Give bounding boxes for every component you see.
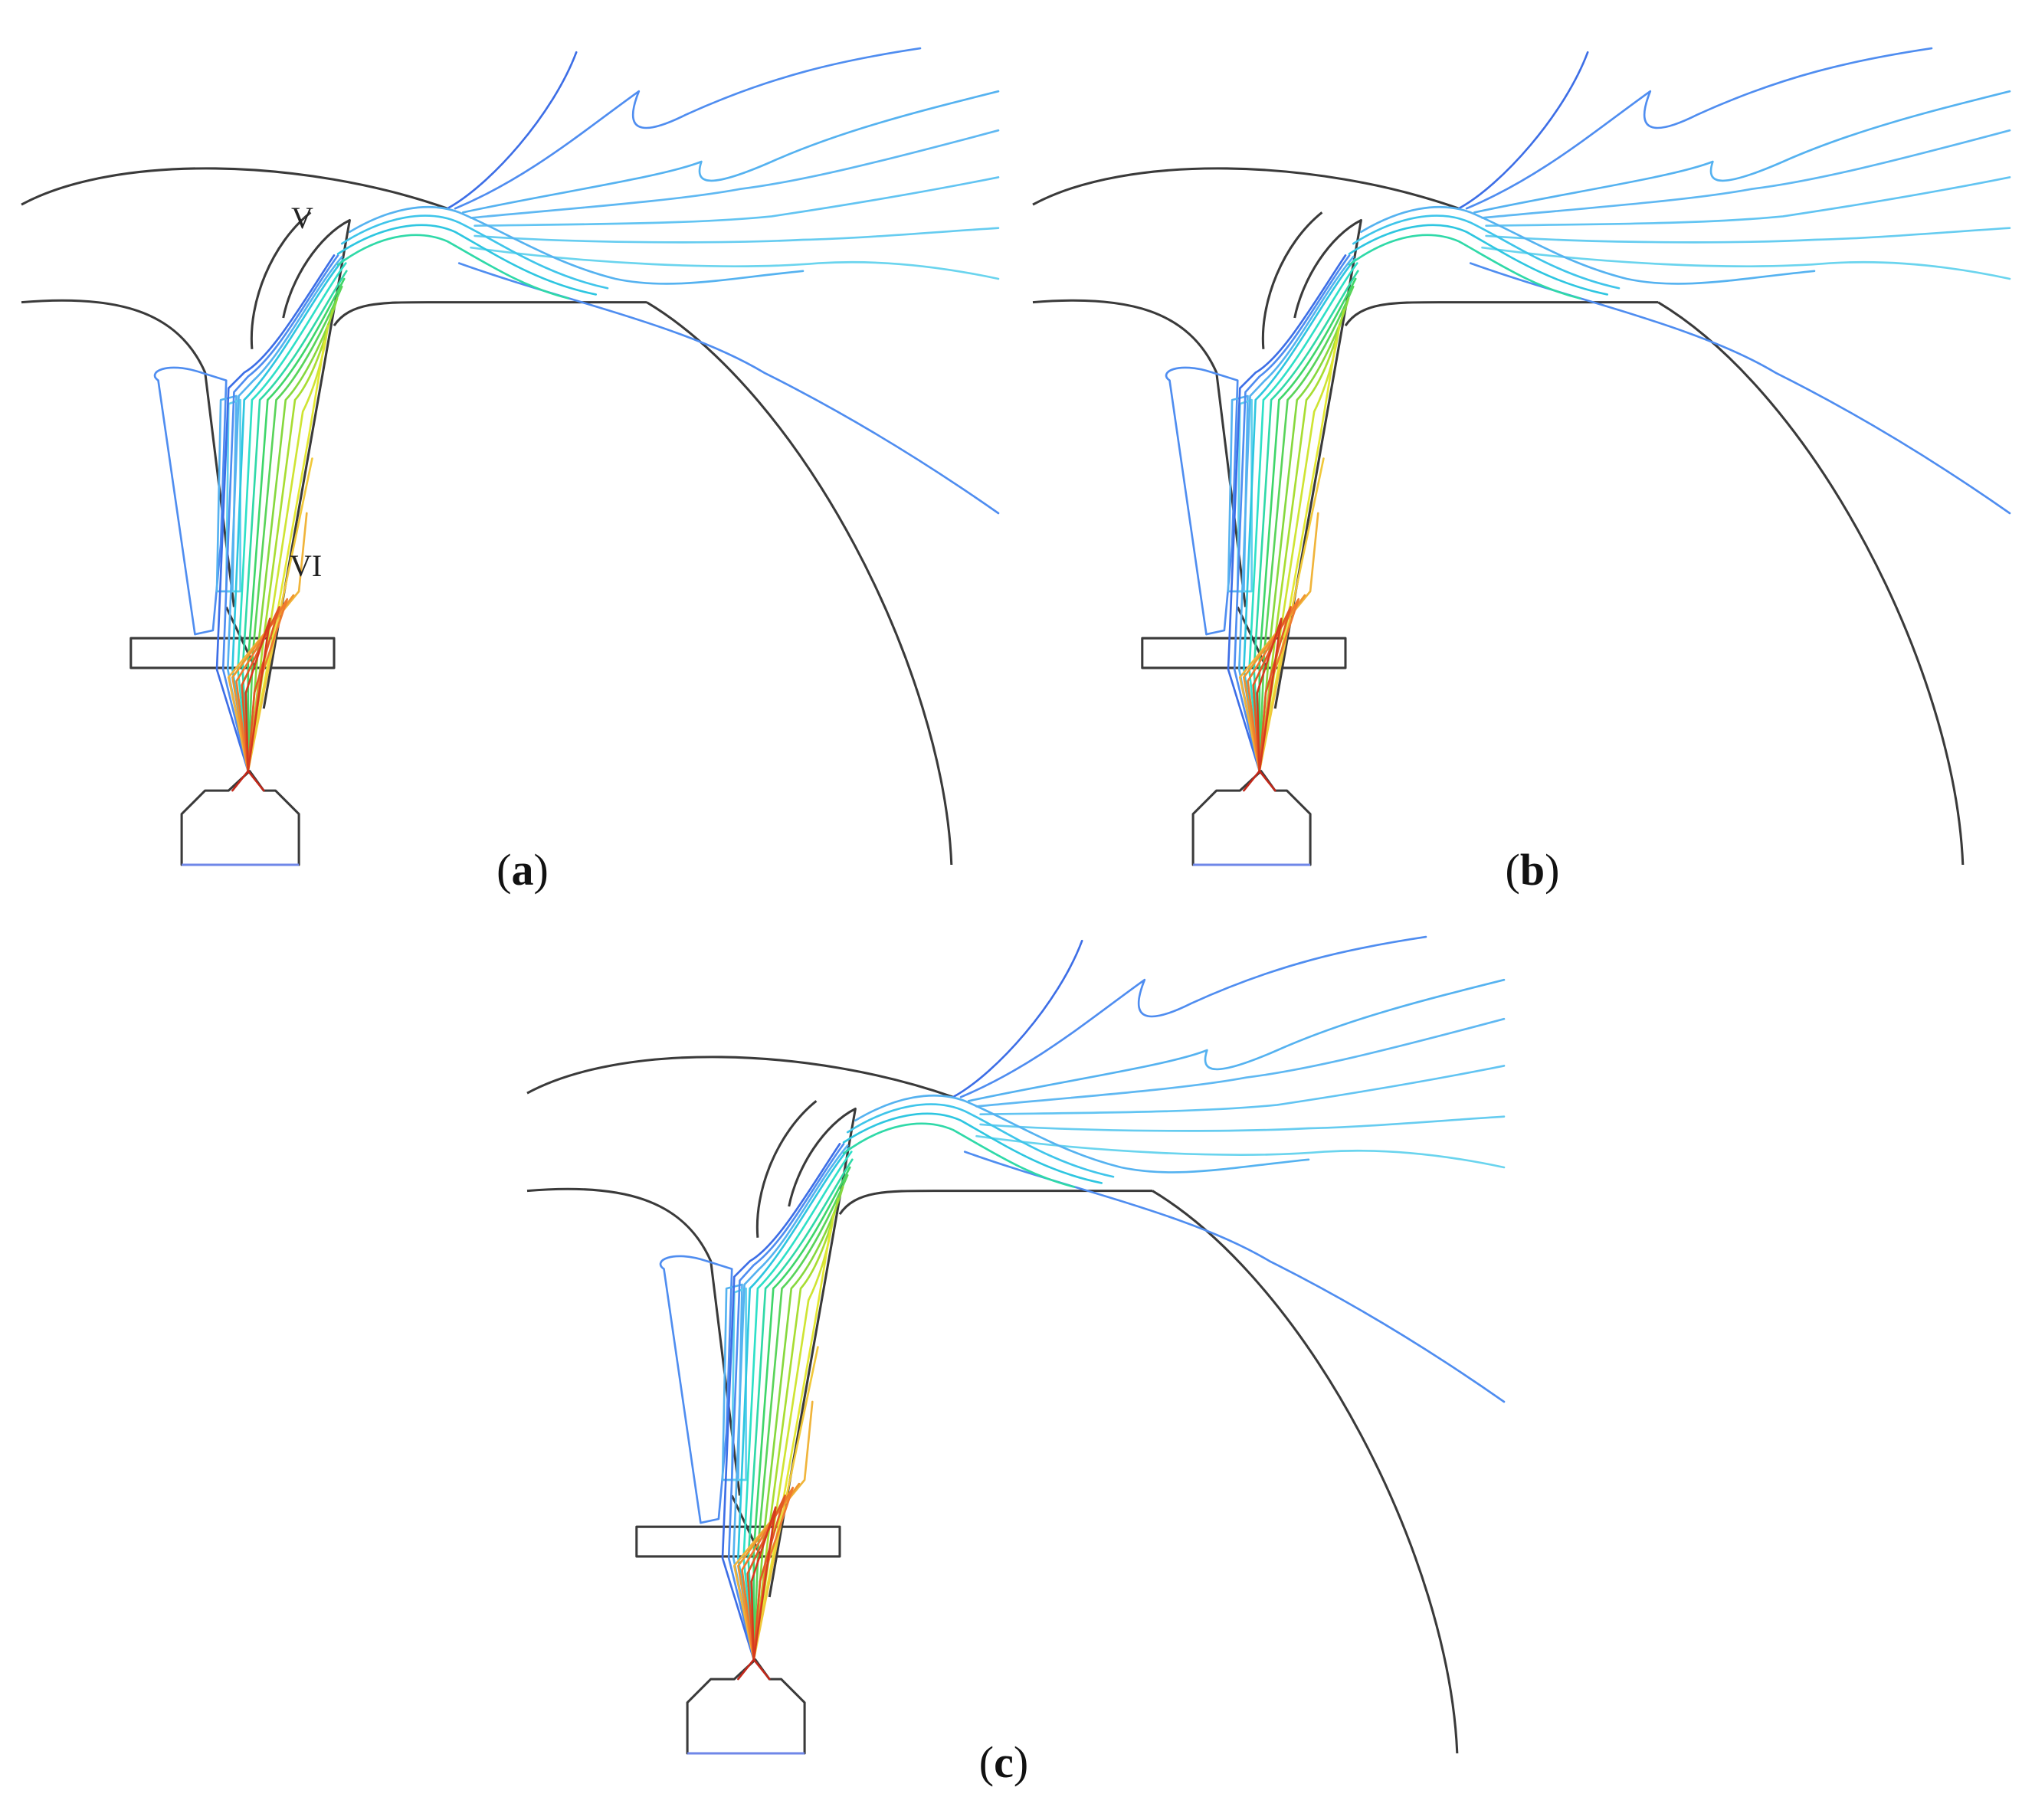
- annotation-v: V: [291, 201, 313, 235]
- panel-a: [20, 47, 1000, 866]
- caption-c-close: ): [1014, 1737, 1028, 1787]
- caption-c-open: (: [979, 1737, 994, 1787]
- svg-text:(a): (a): [496, 845, 549, 895]
- caption-b: (b): [1506, 845, 1560, 895]
- caption-a-close: ): [534, 845, 549, 895]
- caption-b-letter: b: [1520, 845, 1545, 895]
- caption-c: (c): [979, 1737, 1028, 1787]
- caption-c-letter: c: [994, 1737, 1014, 1787]
- panel-b: [1031, 47, 2011, 866]
- annotation-vi: VI: [290, 548, 322, 583]
- caption-a-open: (: [496, 845, 511, 895]
- caption-a: (a): [496, 845, 549, 895]
- caption-b-close: ): [1545, 845, 1559, 895]
- caption-b-open: (: [1506, 845, 1520, 895]
- svg-text:(c): (c): [979, 1737, 1028, 1787]
- panel-c: [526, 935, 1506, 1755]
- caption-a-letter: a: [512, 845, 534, 895]
- svg-text:(b): (b): [1506, 845, 1560, 895]
